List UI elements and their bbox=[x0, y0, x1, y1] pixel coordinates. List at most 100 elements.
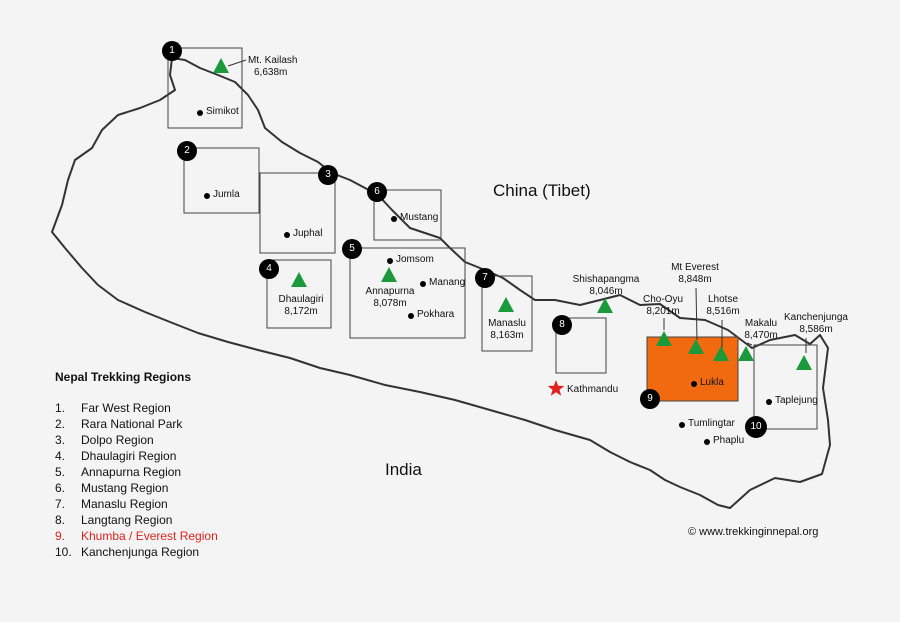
town-label-taplejung: Taplejung bbox=[775, 395, 818, 406]
peak-label-lhotse: Lhotse 8,516m bbox=[700, 294, 746, 318]
legend-item-number: 8. bbox=[55, 513, 66, 527]
region-badge-6: 6 bbox=[367, 182, 387, 202]
peak-label-manaslu: Manaslu 8,163m bbox=[484, 318, 530, 342]
peak-icon-shishapangma bbox=[597, 298, 613, 313]
legend-item-number: 6. bbox=[55, 481, 66, 495]
peak-icon-annapurna bbox=[381, 267, 397, 282]
peak-height: 8,172m bbox=[284, 306, 318, 317]
peak-icon-lhotse bbox=[713, 346, 729, 361]
region-box-5 bbox=[349, 247, 466, 339]
town-label-juphal: Juphal bbox=[293, 228, 323, 239]
peak-markers bbox=[213, 58, 812, 370]
legend-item-label: Manaslu Region bbox=[81, 497, 168, 511]
peak-icon-kanchenjunga bbox=[796, 355, 812, 370]
town-label-jomsom: Jomsom bbox=[396, 254, 434, 265]
town-dot-tumlingtar bbox=[679, 422, 685, 428]
region-badge-2: 2 bbox=[177, 141, 197, 161]
peak-height: 8,586m bbox=[799, 324, 833, 335]
legend-item-label: Khumba / Everest Region bbox=[81, 529, 218, 543]
peak-label-makalu: Makalu 8,470m bbox=[738, 318, 784, 342]
legend-item-label: Dolpo Region bbox=[81, 433, 154, 447]
peak-height: 8,163m bbox=[490, 330, 524, 341]
region-badge-7: 7 bbox=[475, 268, 495, 288]
peak-label-annapurna: Annapurna 8,078m bbox=[362, 286, 418, 310]
region-box-2 bbox=[183, 147, 260, 214]
town-label-pokhara: Pokhara bbox=[417, 309, 455, 320]
peak-name: Mt Everest bbox=[671, 262, 719, 273]
peak-label-dhaulagiri: Dhaulagiri 8,172m bbox=[274, 294, 328, 318]
peak-name: Annapurna bbox=[365, 286, 415, 297]
legend-item-label: Mustang Region bbox=[81, 481, 169, 495]
legend-item-label: Dhaulagiri Region bbox=[81, 449, 177, 463]
legend-item-number: 5. bbox=[55, 465, 66, 479]
town-dot-jumla bbox=[204, 193, 210, 199]
peak-name: Shishapangma bbox=[572, 274, 640, 285]
town-label-simikot: Simikot bbox=[206, 106, 239, 117]
town-label-manang: Manang bbox=[429, 277, 466, 288]
legend-item-number: 7. bbox=[55, 497, 66, 511]
town-dot-juphal bbox=[284, 232, 290, 238]
town-label-mustang: Mustang bbox=[400, 212, 439, 223]
peak-name: Dhaulagiri bbox=[278, 294, 324, 305]
region-badge-4: 4 bbox=[259, 259, 279, 279]
town-label-lukla: Lukla bbox=[700, 377, 724, 388]
region-boxes bbox=[167, 47, 818, 430]
legend-item: 4. Dhaulagiri Region bbox=[55, 448, 218, 464]
legend-item-label: Annapurna Region bbox=[81, 465, 182, 479]
legend-item: 7. Manaslu Region bbox=[55, 496, 218, 512]
peak-icon-chooyu bbox=[656, 331, 672, 346]
peak-label-kanchenjunga: Kanchenjunga 8,586m bbox=[780, 312, 852, 336]
country-label-tibet: China (Tibet) bbox=[493, 181, 591, 200]
town-dot-manang bbox=[420, 281, 426, 287]
region-badge-10: 10 bbox=[745, 416, 767, 438]
peak-height: 8,046m bbox=[589, 286, 623, 297]
peak-name: Lhotse bbox=[707, 294, 739, 305]
region-badge-8: 8 bbox=[552, 315, 572, 335]
region-badge-5: 5 bbox=[342, 239, 362, 259]
legend-item-number: 2. bbox=[55, 417, 66, 431]
peak-label-shishapangma: Shishapangma 8,046m bbox=[568, 274, 644, 298]
region-box-4 bbox=[266, 259, 332, 329]
peak-label-kailash: Mt. Kailash 6,638m bbox=[248, 55, 297, 79]
peak-height: 8,848m bbox=[678, 274, 712, 285]
legend-item: 2.Rara National Park bbox=[55, 416, 218, 432]
copyright-text: © www.trekkinginnepal.org bbox=[688, 526, 819, 538]
kathmandu-star-icon bbox=[547, 380, 565, 396]
peak-height: 8,201m bbox=[646, 306, 680, 317]
legend-item-number: 3. bbox=[55, 433, 66, 447]
legend-item: 1. Far West Region bbox=[55, 400, 218, 416]
region-badge-9: 9 bbox=[640, 389, 660, 409]
legend-item: 10.Kanchenjunga Region bbox=[55, 544, 218, 560]
peak-icon-makalu bbox=[738, 346, 754, 361]
peak-name: Cho-Oyu bbox=[642, 294, 683, 305]
legend-item-number: 4. bbox=[55, 449, 66, 463]
region-badge-1: 1 bbox=[162, 41, 182, 61]
peak-height: 6,638m bbox=[254, 67, 288, 78]
peak-label-everest: Mt Everest 8,848m bbox=[664, 262, 726, 286]
peak-height: 8,470m bbox=[744, 330, 778, 341]
peak-icon-dhaulagiri bbox=[291, 272, 307, 287]
legend-item: 6. Mustang Region bbox=[55, 480, 218, 496]
legend-item-number: 10. bbox=[55, 545, 72, 559]
town-dot-taplejung bbox=[766, 399, 772, 405]
peak-icon-kailash bbox=[213, 58, 229, 73]
peak-height: 8,516m bbox=[706, 306, 740, 317]
town-dot-mustang bbox=[391, 216, 397, 222]
town-dot-pokhara bbox=[408, 313, 414, 319]
peak-name: Kanchenjunga bbox=[784, 312, 848, 323]
region-box-6 bbox=[373, 189, 442, 241]
region-box-1 bbox=[167, 47, 243, 129]
legend-item-number: 1. bbox=[55, 401, 66, 415]
legend-item-label: Far West Region bbox=[81, 401, 171, 415]
legend-title: Nepal Trekking Regions bbox=[55, 370, 192, 384]
peak-name: Makalu bbox=[744, 318, 778, 329]
peak-height: 8,078m bbox=[373, 298, 407, 309]
peak-icon-manaslu bbox=[498, 297, 514, 312]
peak-name: Mt. Kailash bbox=[248, 55, 298, 66]
region-badge-3: 3 bbox=[318, 165, 338, 185]
region-box-10 bbox=[753, 344, 818, 430]
town-label-kathmandu: Kathmandu bbox=[567, 384, 619, 395]
peak-icon-everest bbox=[688, 339, 704, 354]
peak-leader-lines bbox=[227, 59, 807, 353]
